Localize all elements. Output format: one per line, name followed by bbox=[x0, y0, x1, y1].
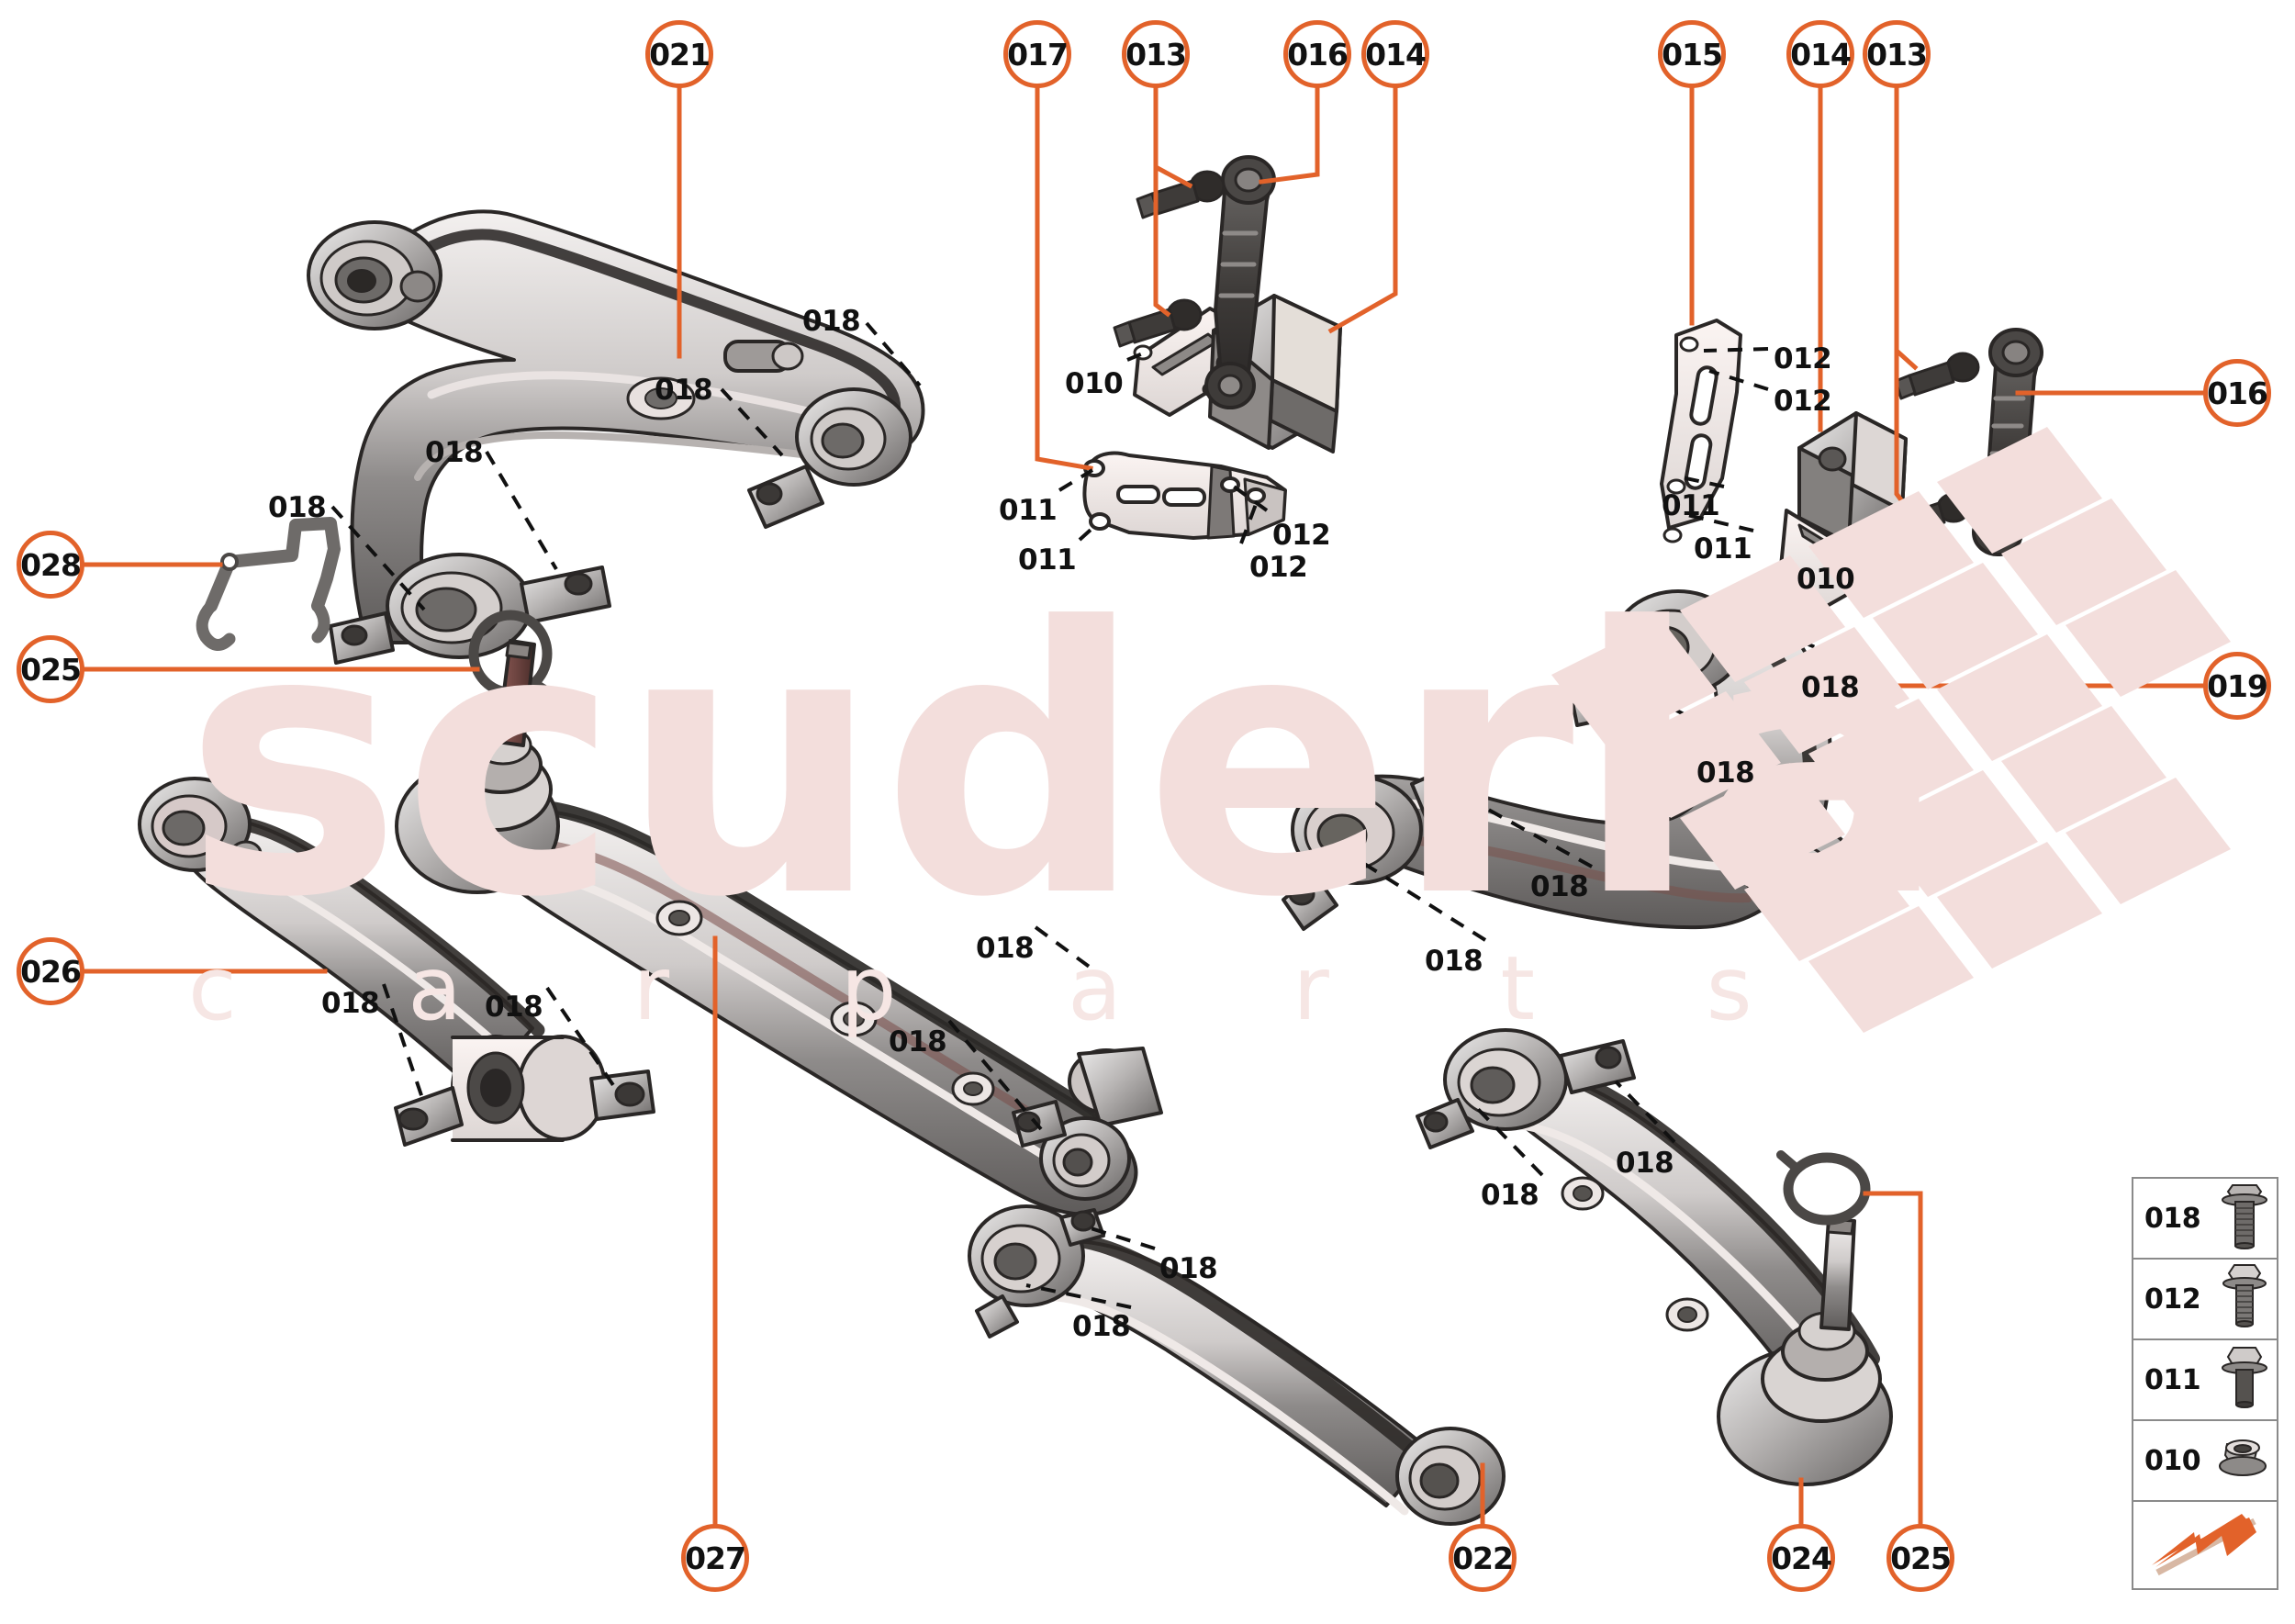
part-label-018-d: 018 bbox=[268, 491, 327, 524]
callout-label: 028 bbox=[20, 546, 82, 583]
callout-label: 014 bbox=[1365, 36, 1427, 73]
callout-014-right[interactable]: 014 bbox=[1786, 20, 1854, 88]
legend-row-018: 018 bbox=[2133, 1179, 2277, 1260]
part-label-010-right: 010 bbox=[1797, 563, 1855, 596]
part-027-lower-control-arm bbox=[395, 639, 1163, 1216]
part-label-018-b: 018 bbox=[655, 374, 713, 407]
part-label-012-left-b: 012 bbox=[1249, 551, 1308, 584]
callout-label: 017 bbox=[1007, 36, 1069, 73]
callout-label: 022 bbox=[1452, 1540, 1514, 1576]
callout-024[interactable]: 024 bbox=[1767, 1524, 1835, 1592]
part-label-010-left: 010 bbox=[1065, 367, 1124, 400]
legend-row-010: 010 bbox=[2133, 1421, 2277, 1502]
callout-label: 013 bbox=[1866, 36, 1928, 73]
part-022-control-arm bbox=[968, 1204, 1506, 1526]
part-label-012-right-a: 012 bbox=[1774, 342, 1832, 375]
orange-arrow-icon bbox=[2146, 1508, 2266, 1582]
part-016-sensor-link-right bbox=[1972, 328, 2043, 556]
legend-row-arrow bbox=[2133, 1502, 2277, 1588]
callout-017[interactable]: 017 bbox=[1003, 20, 1071, 88]
legend-label: 011 bbox=[2144, 1363, 2201, 1396]
part-015-sensor-bracket-right bbox=[1660, 319, 1742, 543]
part-label-018-n: 018 bbox=[1481, 1179, 1539, 1212]
part-label-018-e: 018 bbox=[1801, 671, 1860, 704]
part-label-018-p: 018 bbox=[1072, 1310, 1131, 1343]
callout-025-left[interactable]: 025 bbox=[17, 635, 84, 703]
part-label-011-right-a: 011 bbox=[1662, 489, 1720, 522]
part-013-ball-stud-left-upper bbox=[1136, 170, 1226, 219]
callout-025-right[interactable]: 025 bbox=[1886, 1524, 1954, 1592]
callout-label: 021 bbox=[649, 36, 711, 73]
part-label-011-left-a: 011 bbox=[999, 494, 1058, 527]
flange-nut-icon bbox=[2216, 1435, 2269, 1486]
part-016-sensor-link-left bbox=[1204, 155, 1276, 409]
legend-label: 010 bbox=[2144, 1444, 2201, 1477]
callout-013-left[interactable]: 013 bbox=[1122, 20, 1190, 88]
callout-label: 019 bbox=[2207, 667, 2268, 704]
part-024-lower-control-arm-right bbox=[1416, 1028, 1893, 1486]
callout-015[interactable]: 015 bbox=[1658, 20, 1726, 88]
callout-019[interactable]: 019 bbox=[2203, 652, 2271, 720]
callout-label: 016 bbox=[2207, 375, 2268, 411]
callout-label: 013 bbox=[1125, 36, 1187, 73]
part-025-snap-ring-right bbox=[1776, 1150, 1871, 1226]
part-013-ball-stud-right-upper bbox=[1894, 352, 1980, 400]
callout-013-right[interactable]: 013 bbox=[1863, 20, 1931, 88]
part-label-018-f: 018 bbox=[1696, 756, 1755, 790]
legend-row-011: 011 bbox=[2133, 1340, 2277, 1421]
part-013-ball-stud-left-lower bbox=[1113, 298, 1203, 348]
part-021-upper-control-arm bbox=[307, 209, 925, 665]
callout-label: 024 bbox=[1771, 1540, 1832, 1576]
part-label-018-o: 018 bbox=[1159, 1252, 1218, 1285]
part-label-018-g: 018 bbox=[1530, 870, 1589, 903]
part-label-011-left-b: 011 bbox=[1018, 543, 1077, 577]
part-label-012-right-b: 012 bbox=[1774, 385, 1832, 418]
callout-label: 015 bbox=[1662, 36, 1723, 73]
callout-022[interactable]: 022 bbox=[1449, 1524, 1517, 1592]
callout-026[interactable]: 026 bbox=[17, 937, 84, 1005]
callout-label: 025 bbox=[20, 651, 82, 688]
fastener-legend: 018 012 011 010 bbox=[2132, 1177, 2278, 1590]
callout-027[interactable]: 027 bbox=[681, 1524, 749, 1592]
callout-016-right[interactable]: 016 bbox=[2203, 359, 2271, 427]
part-label-018-m: 018 bbox=[1616, 1147, 1674, 1180]
callout-label: 016 bbox=[1287, 36, 1349, 73]
part-label-018-h: 018 bbox=[1425, 945, 1483, 978]
part-label-018-i: 018 bbox=[976, 932, 1035, 965]
hex-bolt-icon bbox=[2220, 1344, 2269, 1416]
callout-028[interactable]: 028 bbox=[17, 531, 84, 599]
part-label-018-a: 018 bbox=[802, 305, 861, 338]
legend-label: 012 bbox=[2144, 1282, 2201, 1316]
part-label-018-j: 018 bbox=[889, 1025, 947, 1058]
part-label-018-c: 018 bbox=[425, 436, 484, 469]
legend-label: 018 bbox=[2144, 1202, 2201, 1235]
part-label-012-left-a: 012 bbox=[1272, 519, 1331, 552]
part-028-retaining-clip bbox=[196, 517, 341, 651]
callout-label: 025 bbox=[1890, 1540, 1952, 1576]
callout-label: 014 bbox=[1790, 36, 1852, 73]
callout-014-left[interactable]: 014 bbox=[1361, 20, 1429, 88]
hex-flange-bolt-icon bbox=[2220, 1263, 2269, 1335]
flange-bolt-icon bbox=[2220, 1182, 2269, 1254]
part-017-sensor-bracket-left bbox=[1082, 451, 1287, 540]
callout-label: 026 bbox=[20, 953, 82, 990]
callout-016-top[interactable]: 016 bbox=[1283, 20, 1351, 88]
part-label-018-k: 018 bbox=[321, 987, 380, 1020]
part-026-control-arm bbox=[138, 777, 655, 1147]
part-label-011-right-b: 011 bbox=[1694, 532, 1752, 566]
callout-label: 027 bbox=[685, 1540, 746, 1576]
legend-row-012: 012 bbox=[2133, 1260, 2277, 1340]
callout-021[interactable]: 021 bbox=[645, 20, 713, 88]
part-label-018-l: 018 bbox=[485, 991, 543, 1024]
